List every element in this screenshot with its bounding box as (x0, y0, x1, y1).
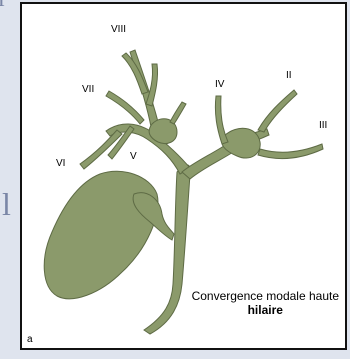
figure-panel: VIII VII VI V IV II III Convergence moda… (20, 2, 347, 350)
segment-label-iii: III (319, 120, 327, 131)
segment-label-iv: IV (215, 79, 225, 90)
caption-line: Convergence modale haute (192, 289, 339, 303)
panel-letter: a (27, 334, 33, 345)
segment-label-ii: II (286, 70, 292, 81)
gallbladder-shape (44, 171, 158, 299)
caption-emphasis: hilaire (192, 303, 339, 317)
segment-label-viii: VIII (111, 24, 126, 35)
branch-segment-vii-shape (106, 91, 144, 124)
segment-label-vii: VII (82, 84, 94, 95)
edge-fragment-glyph: l (2, 186, 11, 223)
branch-segment-viii-twig-shape (146, 64, 158, 106)
branch-segment-iii-shape (258, 144, 323, 159)
segment-label-v: V (130, 151, 137, 162)
edge-fragment-glyph: ı (0, 0, 5, 13)
branch-segment-ii-shape (258, 90, 297, 132)
branch-segment-iv-shape (215, 96, 228, 144)
branch-small-twig-shape (170, 102, 186, 124)
segment-label-vi: VI (56, 158, 65, 169)
figure-caption: Convergence modale haute hilaire (192, 289, 339, 317)
